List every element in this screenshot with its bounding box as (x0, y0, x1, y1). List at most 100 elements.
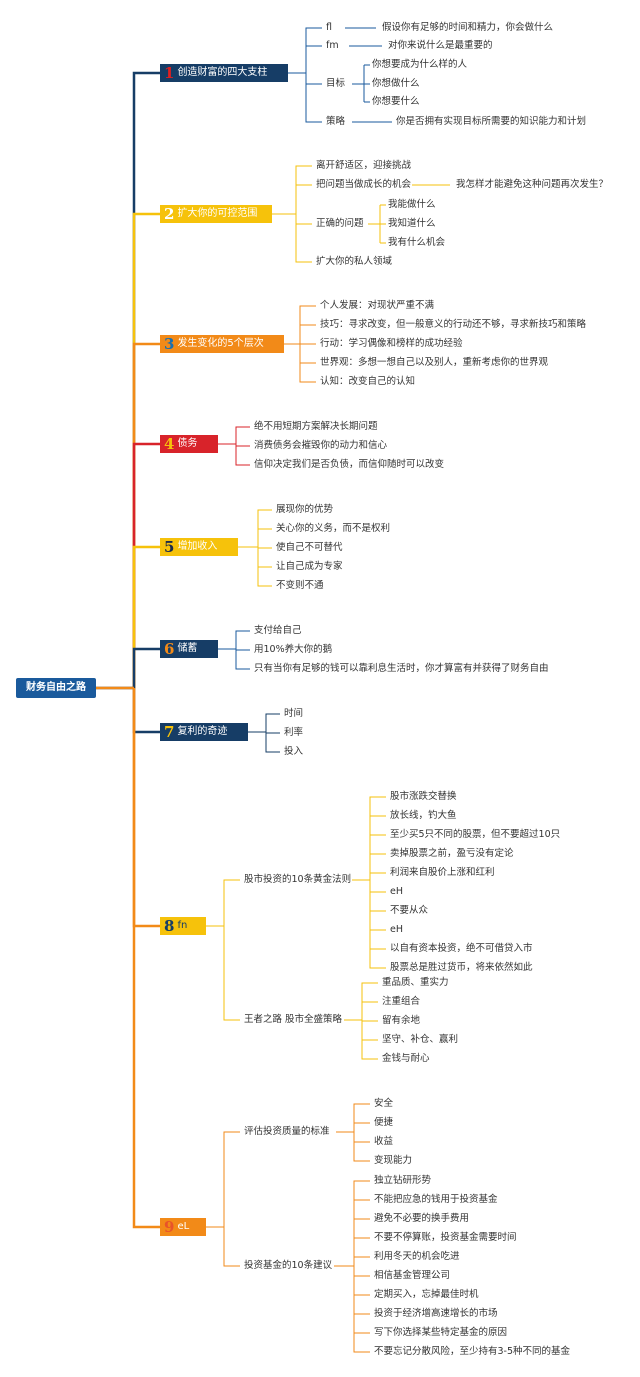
b7-item-3: 投入 (284, 746, 304, 757)
b9-advice-3: 避免不必要的换手费用 (374, 1213, 470, 1224)
b1-goal-1: 你想要成为什么样的人 (372, 59, 468, 70)
b5-item-2: 关心你的义务，而不是权利 (276, 523, 391, 534)
b3-item-5: 认知：改变自己的认知 (320, 376, 416, 387)
branch-6-number: 6 (164, 640, 175, 658)
branch-8-label: fn (177, 920, 188, 931)
b9-group-2: 投资基金的10条建议 (244, 1260, 333, 1271)
branch-2-number: 2 (164, 205, 175, 223)
branch-4-label: 债务 (177, 438, 198, 449)
b9-advice-2: 不能把应急的钱用于投资基金 (374, 1194, 498, 1205)
b5-item-3: 使自己不可替代 (276, 542, 343, 553)
branch-5-number: 5 (164, 538, 175, 556)
b8-rule-1: 股市涨跌交替换 (390, 791, 457, 802)
b2-problem-detail: 我怎样才能避免这种问题再次发生？ (456, 179, 609, 190)
b5-item-5: 不变则不通 (276, 580, 324, 591)
b5-item-4: 让自己成为专家 (276, 561, 343, 572)
b4-item-2: 消费债务会摧毁你的动力和信心 (254, 440, 388, 451)
b8-strategy-3: 留有余地 (382, 1015, 421, 1026)
branch-4-number: 4 (164, 435, 175, 453)
b4-item-3: 信仰决定我们是否负债，而信仰随时可以改变 (254, 459, 445, 470)
b2-item-4: 扩大你的私人领域 (316, 256, 393, 267)
branch-7-number: 7 (164, 723, 175, 741)
b9-advice-4: 不要不停算账，投资基金需要时间 (374, 1232, 517, 1243)
b7-item-2: 利率 (284, 727, 304, 738)
b8-rule-4: 卖掉股票之前，盈亏没有定论 (390, 848, 514, 859)
trunk-red (132, 442, 160, 688)
b1-detail-fl: 假设你有足够的时间和精力，你会做什么 (382, 22, 554, 33)
b1-goal-3: 你想要什么 (372, 96, 420, 107)
b8-rule-8: eH (390, 924, 403, 935)
b1-item-fl: fl (326, 22, 332, 33)
b8-rule-9: 以自有资本投资，绝不可借贷入市 (390, 943, 533, 954)
b8-rule-10: 股票总是胜过货币，将来依然如此 (390, 962, 533, 973)
b1-item-strategy: 策略 (326, 116, 346, 127)
b8-rule-7: 不要从众 (390, 905, 429, 916)
trunk-navy-7 (132, 688, 160, 734)
trunk-navy-6 (132, 647, 160, 688)
branch-1-label: 创造财富的四大支柱 (177, 67, 268, 78)
b9-advice-7: 定期买入，忘掉最佳时机 (374, 1289, 479, 1300)
b3-item-4: 世界观：多想一想自己以及别人，重新考虑你的世界观 (320, 357, 549, 368)
branch-3-number: 3 (164, 335, 175, 353)
b2-item-3: 正确的问题 (316, 218, 364, 229)
branch-7-label: 复利的奇迹 (177, 726, 228, 737)
b8-rule-5: 利润来自股价上涨和红利 (390, 867, 495, 878)
b5-item-1: 展现你的优势 (276, 504, 334, 515)
b1-goal-2: 你想做什么 (372, 78, 420, 89)
trunk-yellow (132, 212, 160, 688)
b1-detail-fm: 对你来说什么是最重要的 (388, 40, 493, 51)
trunk-orange (132, 342, 160, 688)
b2-question-2: 我知道什么 (388, 218, 436, 229)
b3-item-3: 行动：学习偶像和榜样的成功经验 (320, 338, 463, 349)
trunk-orange-8 (132, 688, 160, 928)
b3-item-2: 技巧：寻求改变，但一般意义的行动还不够，寻求新技巧和策略 (320, 319, 587, 330)
b8-group-1: 股市投资的10条黄金法则 (244, 874, 352, 885)
b8-rule-6: eH (390, 886, 403, 897)
b8-strategy-4: 坚守、补仓、赢利 (382, 1034, 459, 1045)
b8-strategy-1: 重品质、重实力 (382, 977, 449, 988)
b7-item-1: 时间 (284, 708, 304, 719)
b9-criteria-2: 便捷 (374, 1117, 394, 1128)
root-node[interactable]: 财务自由之路 (16, 678, 96, 698)
b1-detail-strategy: 你是否拥有实现目标所需要的知识能力和计划 (396, 116, 587, 127)
b9-criteria-3: 收益 (374, 1136, 394, 1147)
branch-9-label: eL (177, 1221, 190, 1232)
branch-6-label: 储蓄 (177, 643, 198, 654)
branch-1-number: 1 (164, 64, 175, 82)
b9-criteria-4: 变现能力 (374, 1155, 413, 1166)
b6-item-3: 只有当你有足够的钱可以靠利息生活时，你才算富有并获得了财务自由 (254, 663, 549, 674)
b9-advice-5: 利用冬天的机会吃进 (374, 1251, 460, 1262)
b9-advice-1: 独立钻研形势 (374, 1175, 432, 1186)
b8-rule-2: 放长线，钓大鱼 (390, 810, 457, 821)
b2-item-2: 把问题当做成长的机会 (316, 179, 412, 190)
branch-9-number: 9 (164, 1218, 175, 1236)
b3-item-1: 个人发展：对现状严重不满 (320, 300, 435, 311)
b2-question-3: 我有什么机会 (388, 237, 446, 248)
trunk-orange-9 (132, 688, 160, 1229)
b9-advice-10: 不要忘记分散风险，至少持有3-5种不同的基金 (374, 1346, 571, 1357)
b1-item-fm: fm (326, 40, 339, 51)
b9-advice-9: 写下你选择某些特定基金的原因 (374, 1327, 508, 1338)
branch-8-number: 8 (164, 917, 175, 935)
b9-advice-8: 投资于经济增高速增长的市场 (374, 1308, 498, 1319)
b1-item-goal: 目标 (326, 78, 346, 89)
b4-item-1: 绝不用短期方案解决长期问题 (254, 421, 378, 432)
b6-item-2: 用10%养大你的鹅 (254, 644, 333, 655)
b8-strategy-2: 注重组合 (382, 996, 421, 1007)
b6-item-1: 支付给自己 (254, 625, 302, 636)
trunk-yellow-5 (132, 545, 160, 688)
branch-5-label: 增加收入 (177, 541, 218, 552)
b9-criteria-1: 安全 (374, 1098, 394, 1109)
b8-rule-3: 至少买5只不同的股票，但不要超过10只 (390, 829, 561, 840)
